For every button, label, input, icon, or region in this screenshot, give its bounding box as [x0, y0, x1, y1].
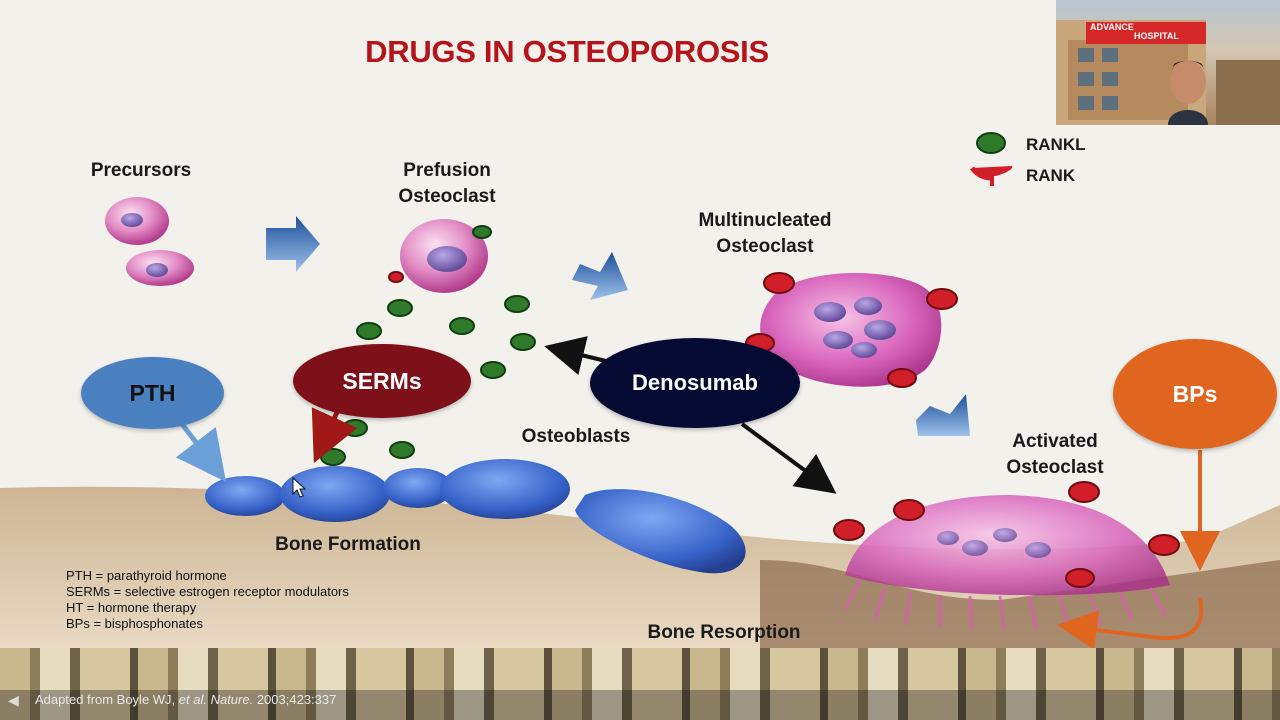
label-multinucleated-line2: Osteoclast: [716, 236, 814, 257]
abbreviation-item: PTH = parathyroid hormone: [66, 568, 227, 583]
bps-label: BPs: [1172, 380, 1218, 407]
citation-suffix: 2003;423:337: [253, 692, 337, 707]
label-bone-resorption: Bone Resorption: [647, 622, 801, 643]
webcam-sign-line1: ADVANCE: [1090, 22, 1134, 32]
label-activated-line2: Osteoclast: [1006, 457, 1104, 478]
footer-filmstrip: [0, 648, 1280, 720]
bps-oval: BPs: [1113, 339, 1277, 449]
denosumab-oval: Denosumab: [590, 338, 800, 428]
label-osteoblasts: Osteoblasts: [521, 426, 631, 447]
footer-overlay: [0, 690, 1280, 720]
webcam-sign: ADVANCE HOSPITAL: [1090, 23, 1179, 41]
pth-label: PTH: [129, 379, 176, 406]
label-multinucleated-osteoclast: Multinucleated Osteoclast: [665, 208, 865, 260]
citation: Adapted from Boyle WJ, et al. Nature. 20…: [35, 692, 336, 707]
label-prefusion-line1: Prefusion: [403, 160, 491, 181]
label-activated-osteoclast: Activated Osteoclast: [970, 429, 1140, 481]
abbreviation-item: HT = hormone therapy: [66, 600, 197, 615]
rankl-legend-icon: [976, 132, 1006, 154]
label-multinucleated-line1: Multinucleated: [698, 210, 832, 231]
serms-label: SERMs: [342, 367, 422, 394]
citation-etal: et al. Nature.: [178, 692, 254, 707]
rank-legend-icon: [972, 166, 1013, 186]
abbreviations-list: PTH = parathyroid hormone SERMs = select…: [66, 568, 349, 632]
slide-title: DRUGS IN OSTEOPOROSIS: [365, 34, 769, 69]
webcam-sign-line2: HOSPITAL: [1134, 31, 1179, 41]
denosumab-label: Denosumab: [632, 370, 758, 395]
mouse-cursor-icon: [292, 476, 307, 498]
legend-rank-text: RANK: [1026, 166, 1076, 185]
label-bone-formation: Bone Formation: [275, 534, 421, 555]
citation-prefix: Adapted from Boyle WJ,: [35, 692, 179, 707]
webcam-video: ADVANCE HOSPITAL: [1056, 0, 1280, 125]
abbreviation-item: BPs = bisphosphonates: [66, 616, 203, 631]
webcam-scene: [1056, 20, 1280, 125]
label-prefusion-osteoclast: Prefusion Osteoclast: [366, 158, 528, 210]
back-icon[interactable]: ◀: [8, 692, 19, 708]
serms-oval: SERMs: [293, 344, 471, 418]
pth-oval: PTH: [81, 357, 224, 429]
label-activated-line1: Activated: [1012, 431, 1098, 452]
abbreviation-item: SERMs = selective estrogen receptor modu…: [66, 584, 349, 599]
label-precursors: Precursors: [90, 160, 192, 181]
legend-rankl-text: RANKL: [1026, 135, 1086, 154]
label-prefusion-line2: Osteoclast: [398, 186, 496, 207]
